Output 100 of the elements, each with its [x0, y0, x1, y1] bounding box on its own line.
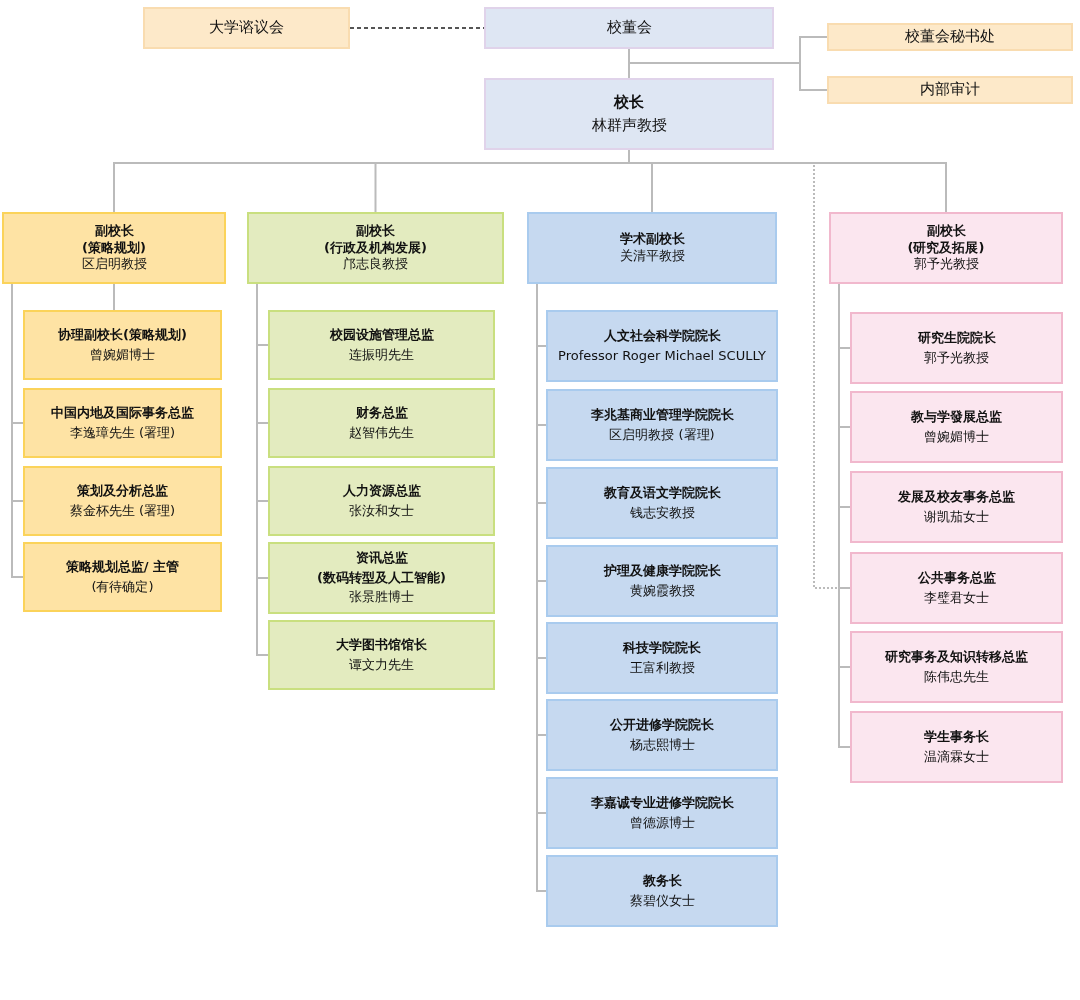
person-name: 林群声教授 — [591, 115, 667, 135]
org-chart-box — [23, 388, 222, 458]
person-name: 王富利教授 — [629, 659, 695, 677]
org-chart-box — [23, 310, 222, 380]
position-title: 协理副校长(策略规划) — [58, 326, 187, 344]
position-title: 学生事务长 — [924, 728, 989, 746]
person-name: 赵智伟先生 — [349, 424, 414, 442]
position-title: 研究生院院长 — [917, 329, 996, 347]
position-title: 公开进修学院院长 — [610, 716, 714, 734]
position-title: 人文社会科学院院长 — [603, 327, 721, 345]
position-title: 教与学發展总监 — [911, 408, 1002, 426]
person-name: 曾德源博士 — [629, 814, 695, 832]
position-title: 教务长 — [642, 872, 682, 890]
position-title: 校董会秘书处 — [905, 27, 995, 47]
org-chart-box — [546, 545, 778, 617]
position-title: 公共事务总监 — [917, 569, 996, 587]
org-chart-box — [850, 391, 1063, 463]
org-chart-box — [827, 23, 1073, 51]
org-chart-box — [827, 76, 1073, 104]
person-name: 郭予光教授 — [913, 256, 979, 274]
person-name: 曾婉媚博士 — [90, 346, 155, 364]
person-name: 区启明教授 — [81, 256, 147, 274]
position-title: 内部审计 — [920, 80, 980, 100]
org-chart-box — [546, 310, 778, 382]
position-title: 校董会 — [606, 18, 652, 38]
org-chart-box — [527, 212, 777, 284]
org-chart-box — [546, 467, 778, 539]
position-title: 大学谘议会 — [209, 18, 284, 38]
position-title: 李嘉诚专业进修学院院长 — [590, 794, 734, 812]
person-name: 蔡金杯先生 (署理) — [69, 502, 176, 520]
position-title: 中国内地及国际事务总监 — [51, 404, 194, 422]
org-chart-box — [546, 699, 778, 771]
org-chart-box — [546, 622, 778, 694]
org-chart-box — [268, 310, 495, 380]
position-title: 策略规划总监/ 主管 — [65, 558, 180, 576]
person-name: 陈伟忠先生 — [924, 668, 989, 686]
connector-line — [628, 149, 947, 213]
person-name: 李璧君女士 — [924, 589, 989, 607]
person-name: 黄婉霞教授 — [629, 582, 695, 600]
person-name: 关清平教授 — [619, 248, 685, 265]
position-title: 校园设施管理总监 — [329, 326, 434, 344]
position-title: 研究事务及知识转移总监 — [885, 648, 1028, 666]
person-name: 蔡碧仪女士 — [629, 892, 695, 910]
org-chart-box — [850, 471, 1063, 543]
position-title: 科技学院院长 — [623, 639, 701, 657]
org-chart-box — [268, 388, 495, 458]
person-name: Professor Roger Michael SCULLY — [558, 347, 766, 365]
position-title: (策略规划) — [82, 239, 146, 257]
position-title: 资讯总监 — [355, 549, 408, 567]
person-name: 区启明教授 (署理) — [609, 426, 715, 444]
person-name: 曾婉媚博士 — [924, 428, 989, 446]
org-chart-box — [268, 466, 495, 536]
org-chart-box — [268, 542, 495, 614]
person-name: 谭文力先生 — [349, 656, 414, 674]
position-title: 人力资源总监 — [342, 482, 421, 500]
person-name: (有待确定) — [91, 578, 154, 596]
org-chart-box — [143, 7, 350, 49]
position-title: (数码转型及人工智能) — [317, 569, 446, 587]
person-name: 李逸璋先生 (署理) — [69, 424, 176, 442]
org-chart-box — [23, 466, 222, 536]
position-title: 教育及语文学院院长 — [603, 484, 721, 502]
org-chart-box — [2, 212, 226, 284]
position-title: 副校长 — [94, 222, 134, 240]
position-title: 校长 — [614, 93, 644, 113]
person-name: 温滴霖女士 — [924, 748, 989, 766]
org-chart-box — [850, 312, 1063, 384]
person-name: 张景胜博士 — [349, 589, 414, 607]
org-chart-box — [850, 711, 1063, 783]
position-title: 学术副校长 — [619, 231, 685, 248]
person-name: 连振明先生 — [349, 346, 414, 364]
org-chart-box — [546, 777, 778, 849]
person-name: 郭予光教授 — [924, 349, 989, 367]
position-title: 副校长 — [926, 222, 966, 240]
person-name: 邝志良教授 — [343, 256, 408, 274]
org-chart-box — [850, 552, 1063, 624]
position-title: 副校长 — [356, 222, 395, 240]
org-chart-box — [484, 7, 774, 49]
position-title: 发展及校友事务总监 — [898, 488, 1015, 506]
org-chart-box — [546, 855, 778, 927]
org-chart-box — [546, 389, 778, 461]
position-title: 策划及分析总监 — [77, 482, 168, 500]
position-title: 护理及健康学院院长 — [603, 562, 721, 580]
position-title: 李兆基商业管理学院院长 — [590, 406, 734, 424]
person-name: 谢凯茄女士 — [924, 508, 989, 526]
position-title: 财务总监 — [355, 404, 408, 422]
org-chart-box — [484, 78, 774, 150]
position-title: (研究及拓展) — [907, 239, 985, 257]
position-title: 大学图书馆馆长 — [336, 636, 427, 654]
org-chart-box — [23, 542, 222, 612]
connector-line — [113, 283, 115, 311]
org-chart-box — [268, 620, 495, 690]
connector-line — [628, 48, 828, 91]
person-name: 钱志安教授 — [629, 504, 695, 522]
org-chart-box — [850, 631, 1063, 703]
org-chart-box — [247, 212, 504, 284]
person-name: 杨志熙博士 — [629, 736, 695, 754]
person-name: 张汝和女士 — [349, 502, 414, 520]
position-title: (行政及机构发展) — [324, 239, 427, 257]
connector-line — [11, 283, 24, 578]
org-chart-box — [829, 212, 1063, 284]
